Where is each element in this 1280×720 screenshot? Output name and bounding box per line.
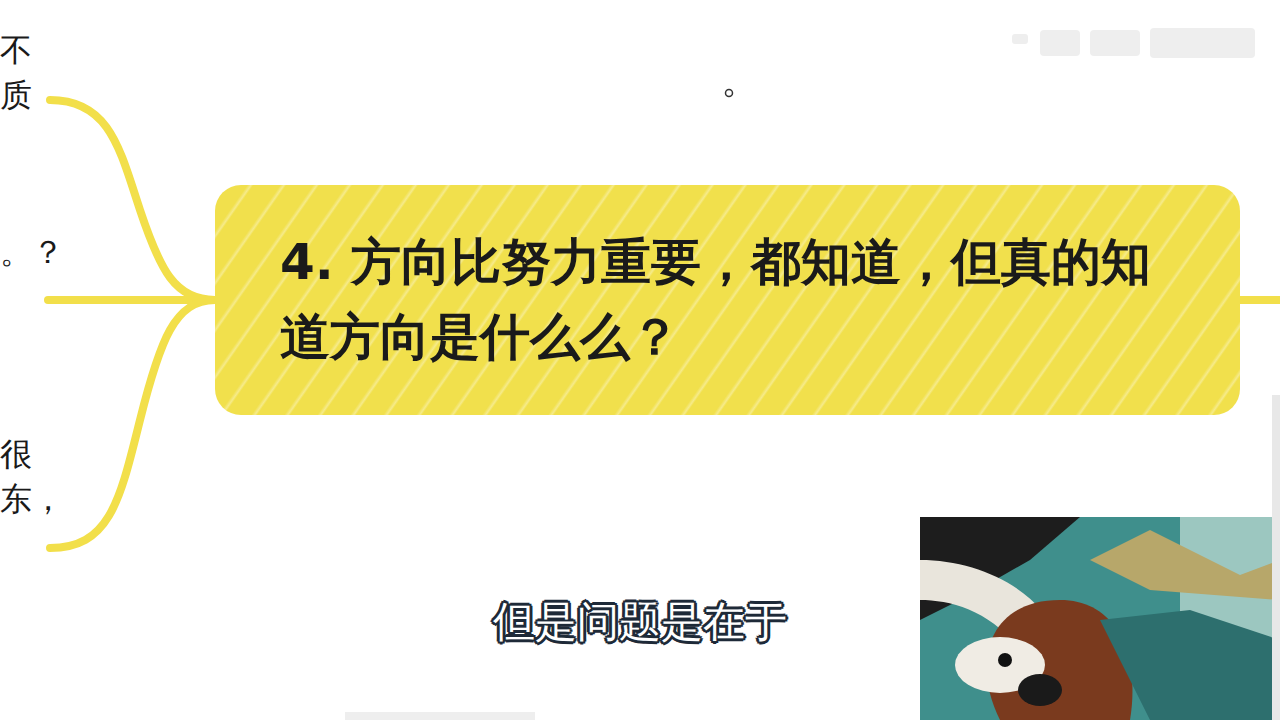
branch-line [50,300,215,548]
topic-text: 4. 方向比努力重要，都知道，但真的知道方向是什么么？ [280,225,1175,375]
topic-box: 4. 方向比努力重要，都知道，但真的知道方向是什么么？ [215,185,1240,415]
cropped-text: 。？ [0,230,32,275]
dot [726,90,733,97]
subtitle: 但是问题是在于 [493,594,787,650]
cropped-text: 很东， [0,432,32,522]
photo [920,517,1280,720]
photo-border [1272,395,1280,720]
branch-line [1238,296,1280,304]
cropped-text: 不质 [0,28,32,118]
ground-bar [345,712,535,720]
watermark [1012,28,1255,58]
branch-line [50,100,215,300]
